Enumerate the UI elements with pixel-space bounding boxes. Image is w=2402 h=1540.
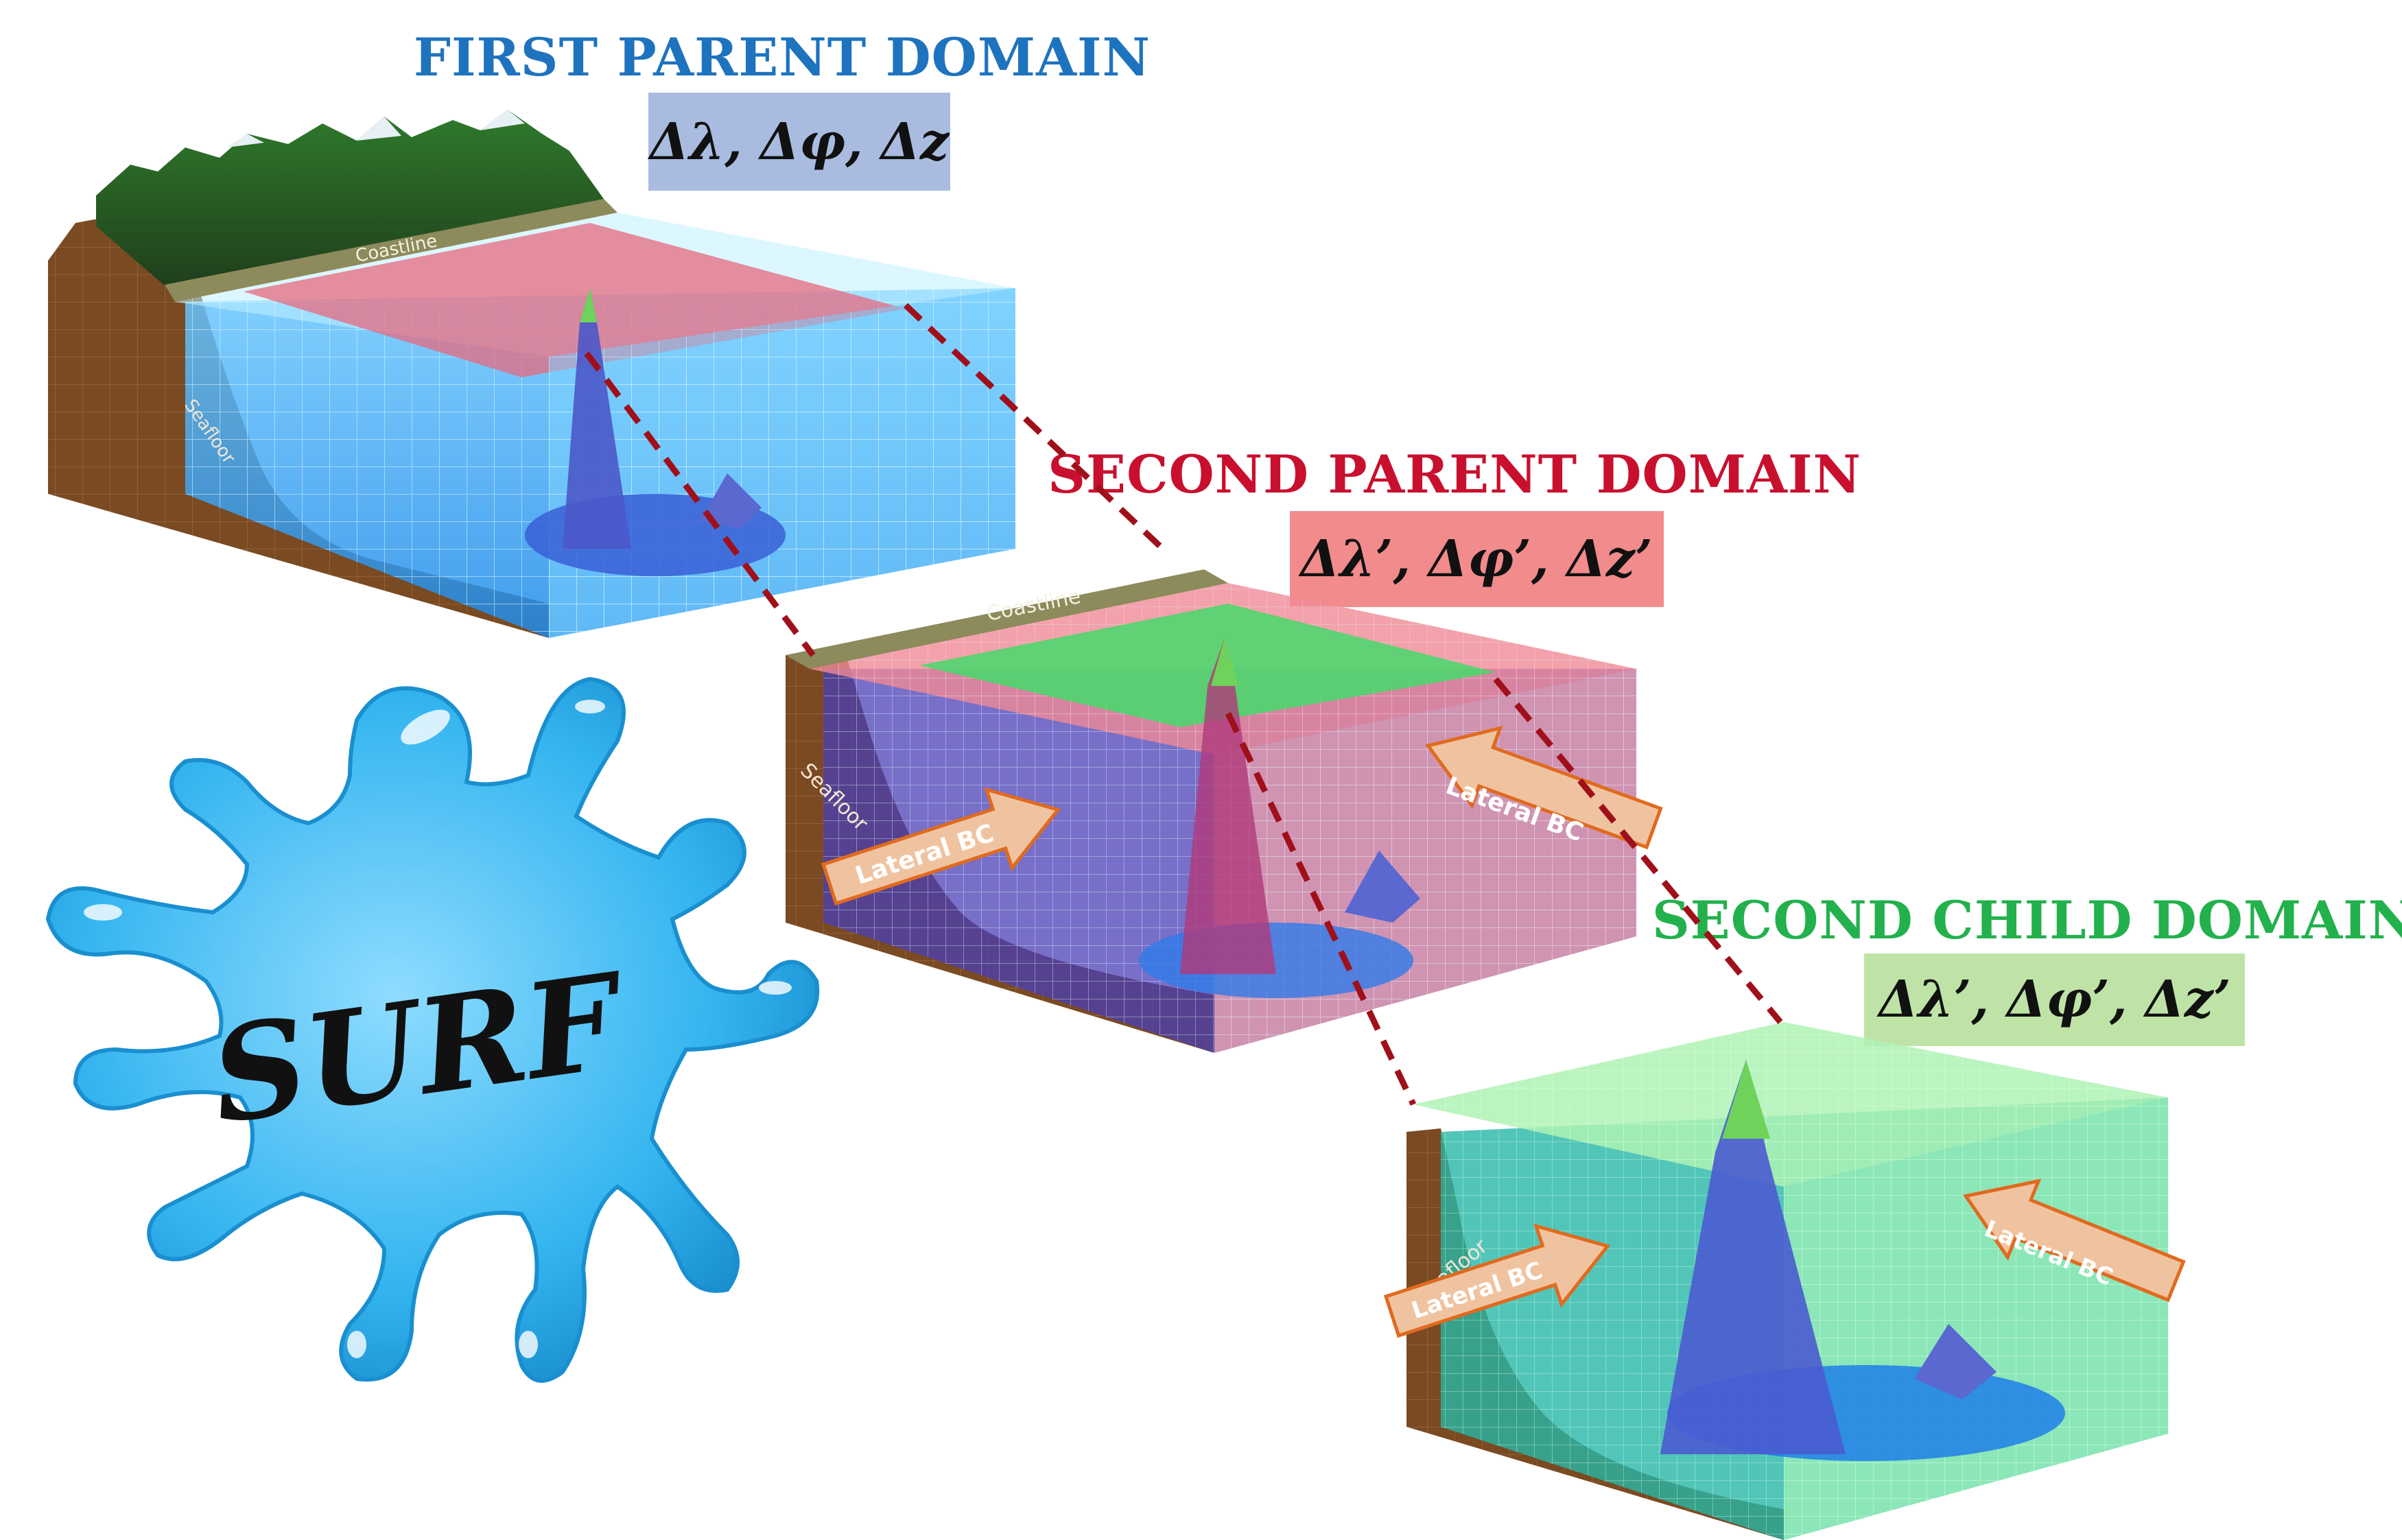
- second-parent-block: Coastline Seafloor Lateral BC Lateral BC: [786, 569, 1668, 1053]
- second-parent-title: SECOND PARENT DOMAIN: [1048, 444, 1861, 505]
- first-parent-formula: Δλ, Δφ, Δz: [647, 112, 950, 171]
- second-child-block: Seafloor Lateral BC Lateral BC: [1380, 1022, 2191, 1540]
- second-parent-formula: Δλ’, Δφ’, Δz’: [1297, 530, 1652, 589]
- second-child-formula: Δλ’, Δφ’, Δz’: [1876, 970, 2230, 1029]
- splash-logo-icon: SURF: [48, 679, 817, 1381]
- second-child-title: SECOND CHILD DOMAIN: [1652, 890, 2402, 951]
- first-parent-title: FIRST PARENT DOMAIN: [414, 27, 1151, 88]
